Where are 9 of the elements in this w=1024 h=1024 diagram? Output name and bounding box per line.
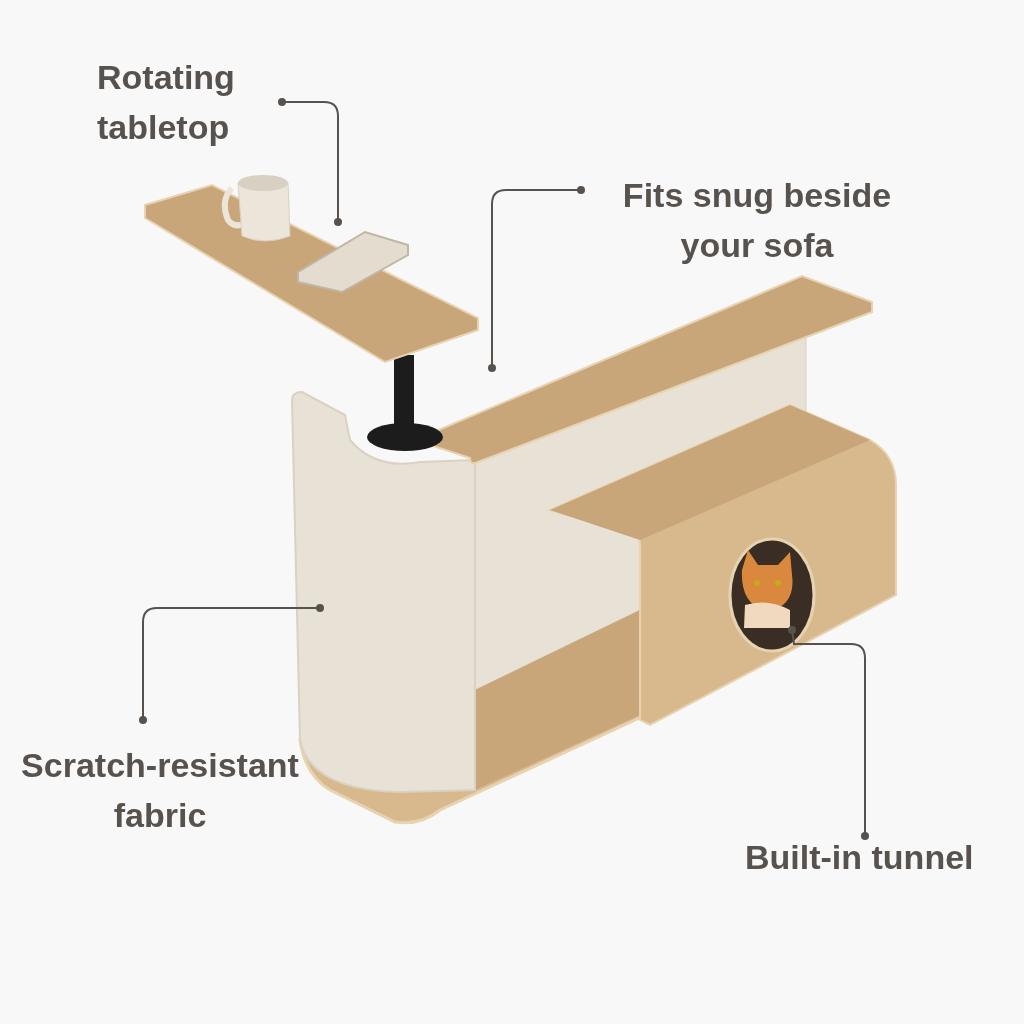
leader-line (139, 604, 324, 724)
callout-label: Fits snug beside your sofa (612, 170, 902, 270)
leader-line (488, 186, 585, 372)
callout-label: Scratch-resistant fabric (10, 740, 310, 840)
callout-label: Built-in tunnel (745, 832, 990, 882)
leader-line (788, 626, 869, 840)
callout-label: Rotating tabletop (97, 52, 272, 152)
cat-icon (741, 550, 793, 628)
leader-line (278, 98, 342, 226)
